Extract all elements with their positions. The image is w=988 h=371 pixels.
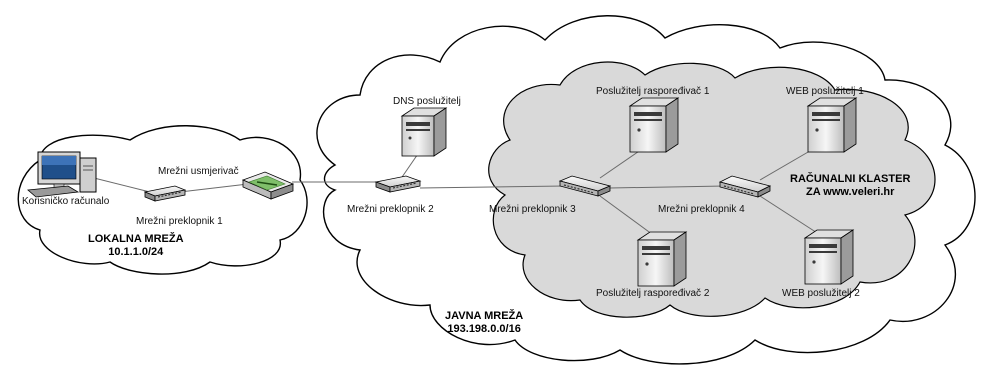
zone-cluster-subtitle: ZA www.veleri.hr xyxy=(805,186,895,198)
link-switch4-web2 xyxy=(759,195,826,239)
link-switch1-router xyxy=(179,183,249,193)
label-scheduler2: Poslužitelj raspoređivač 2 xyxy=(596,288,710,299)
zone-public: JAVNA MREŽA 193.198.0.0/16 xyxy=(445,310,523,336)
zone-cluster: RAČUNALNI KLASTER ZA www.veleri.hr xyxy=(790,173,910,199)
zone-local: LOKALNA MREŽA 10.1.1.0/24 xyxy=(88,233,184,259)
label-dns: DNS poslužitelj xyxy=(393,96,461,107)
computer-icon xyxy=(27,151,97,198)
switch-icon xyxy=(558,175,612,197)
zone-local-name: LOKALNA MREŽA xyxy=(88,233,184,245)
switch-icon xyxy=(374,175,422,193)
zone-public-name: JAVNA MREŽA xyxy=(445,310,524,322)
zone-public-subnet: 193.198.0.0/16 xyxy=(447,323,521,335)
server-icon xyxy=(636,231,688,287)
link-switch3-switch4 xyxy=(609,185,726,189)
label-scheduler1: Poslužitelj raspoređivač 1 xyxy=(596,86,710,97)
label-switch4: Mrežni preklopnik 4 xyxy=(658,204,745,215)
switch-icon xyxy=(143,185,187,202)
label-switch2: Mrežni preklopnik 2 xyxy=(347,204,434,215)
server-icon xyxy=(806,97,858,153)
label-router: Mrežni usmjerivač xyxy=(158,166,239,177)
zone-cluster-name: RAČUNALNI KLASTER xyxy=(790,173,911,185)
zone-local-subnet: 10.1.1.0/24 xyxy=(108,246,164,258)
router-icon xyxy=(241,171,295,200)
label-web2: WEB poslužitelj 2 xyxy=(782,288,860,299)
server-icon xyxy=(628,97,680,153)
link-switch2-switch3 xyxy=(419,185,566,189)
label-user-pc: Korisničko računalo xyxy=(22,196,110,207)
server-icon xyxy=(400,107,448,157)
label-web1: WEB poslužitelj 1 xyxy=(786,86,864,97)
switch-icon xyxy=(718,175,772,198)
server-icon xyxy=(803,229,855,285)
label-switch1: Mrežni preklopnik 1 xyxy=(136,216,223,227)
label-switch3: Mrežni preklopnik 3 xyxy=(489,204,576,215)
link-switch4-web1 xyxy=(759,147,816,181)
